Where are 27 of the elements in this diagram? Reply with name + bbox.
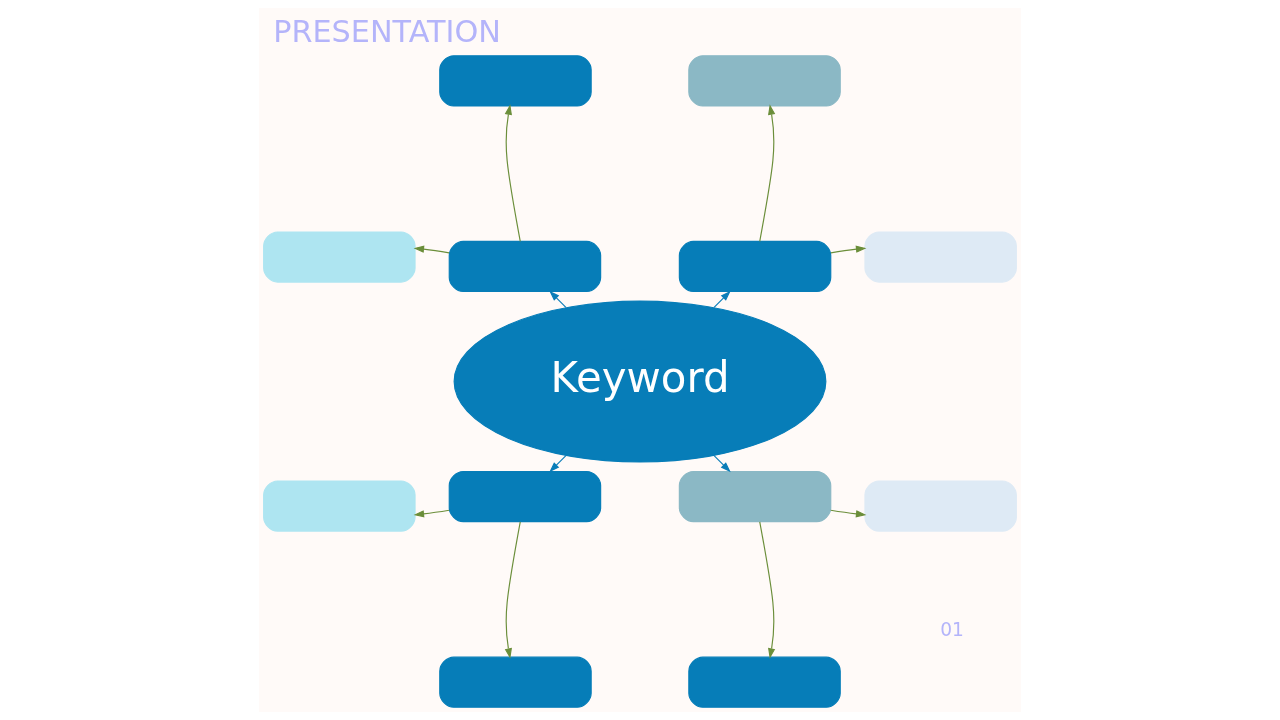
node-box [439,656,592,708]
arrow [759,521,776,659]
node-box [263,231,416,283]
arrow [830,509,867,518]
node-box [688,656,841,708]
node-box [263,480,416,532]
node-box [688,55,841,107]
arrow [549,290,567,308]
node-box [864,480,1017,532]
node-box [864,231,1017,283]
arrow [504,104,521,242]
arrow [504,521,521,659]
arrow [549,455,567,473]
arrow [759,104,776,242]
node-ellipse: Keyword [453,300,827,463]
arrow [713,455,731,473]
diagram-title: PRESENTATION [273,13,501,49]
node-box [439,55,592,107]
node-box [448,471,602,523]
arrow [413,245,450,254]
arrow [413,509,450,518]
node-box [678,471,832,523]
arrow [713,290,731,308]
arrow [830,245,867,254]
node-box [678,240,832,293]
label: 01 [940,619,964,641]
node-box [448,240,602,293]
